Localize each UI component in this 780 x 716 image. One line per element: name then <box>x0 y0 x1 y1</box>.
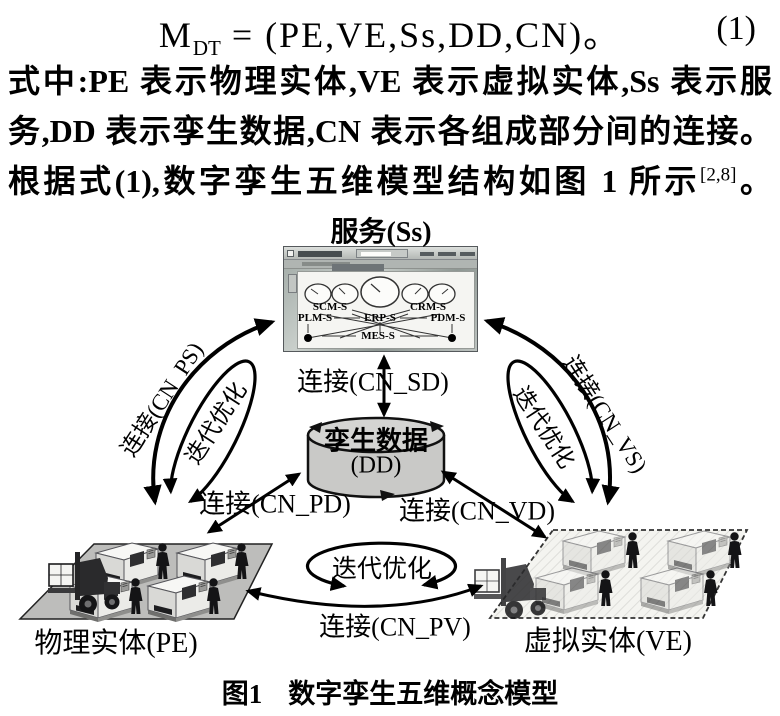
edge-cn-vd-arrow <box>440 470 548 539</box>
body-text-line-3: 根据式(1),数字孪生五维模型结构如图 1 所示[2,8]。 <box>8 163 772 199</box>
iteration-loop-left <box>162 359 257 504</box>
logo-icon <box>287 250 294 257</box>
rim-arrow-icon <box>380 490 395 501</box>
node-dot <box>448 334 456 342</box>
equation-row: MDT = (PE,VE,Ss,DD,CN)。 (1) <box>0 6 780 61</box>
side-tab <box>288 274 297 293</box>
equation-subscript: DT <box>192 36 221 61</box>
edge-cn-ps-arrow <box>143 318 276 506</box>
menu-item-block <box>438 252 456 256</box>
figure-caption-tag: 图1 <box>221 679 263 709</box>
dashboard-titlebar <box>284 247 477 260</box>
breadcrumb-block <box>302 262 350 266</box>
rim-arrow-icon <box>430 421 444 432</box>
figure-caption-title: 数字孪生五维概念模型 <box>288 679 559 709</box>
search-field <box>361 252 391 256</box>
body-text-line-2: 务,DD 表示孪生数据,CN 表示各组成部分间的连接。 <box>8 113 772 149</box>
iteration-loop-right <box>506 359 601 504</box>
rim-arrow-icon <box>309 422 322 433</box>
service-links <box>304 309 456 342</box>
edge-cn-pv-arrow <box>245 583 484 608</box>
edge-cn-vs-arrow <box>483 317 620 506</box>
body-text-line-1: 式中:PE 表示物理实体,VE 表示虚拟实体,Ss 表示服 <box>8 63 772 99</box>
menu-item-block <box>420 252 434 256</box>
search-box <box>356 249 408 258</box>
titlebar-text-block <box>298 251 342 257</box>
edge-cn-pd-arrow <box>206 472 302 534</box>
equation: MDT = (PE,VE,Ss,DD,CN)。 <box>158 15 622 61</box>
dashboard-tab <box>332 264 384 272</box>
equation-number: (1) <box>716 10 756 47</box>
citation-superscript: [2,8] <box>700 164 737 186</box>
gauges-group <box>304 276 456 308</box>
menu-item-block <box>460 252 475 256</box>
figure-canvas <box>18 276 749 623</box>
node-dot <box>304 334 312 342</box>
paragraph-block: MDT = (PE,VE,Ss,DD,CN)。 (1) 式中:PE 表示物理实体… <box>0 0 780 206</box>
pe-platform <box>18 542 274 623</box>
twin-data-cylinder <box>306 416 446 501</box>
figure-1: 服务(Ss) 连接(CN_SD) 连接(CN_PS) 迭代优化 连接(CN_VS… <box>0 210 780 668</box>
figure-caption: 图1 数字孪生五维概念模型 <box>0 672 780 711</box>
ve-platform <box>473 529 749 620</box>
iteration-loop-bottom <box>305 541 458 591</box>
